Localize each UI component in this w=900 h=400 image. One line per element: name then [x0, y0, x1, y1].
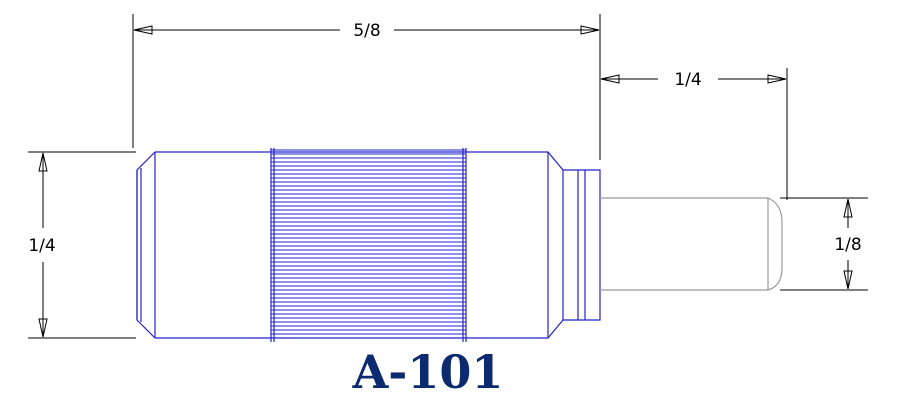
part-number-label: A-101 — [352, 345, 504, 399]
knurled-grip — [270, 148, 467, 342]
dim-label-shank-length: 1/4 — [674, 70, 701, 90]
dim-label-body-diameter: 1/4 — [28, 236, 55, 256]
dimension-body-diameter: 1/4 — [28, 151, 136, 339]
dimension-overall-length: 5/8 — [132, 14, 601, 160]
dim-label-shank-diameter: 1/8 — [834, 235, 861, 255]
shank-outline — [600, 197, 783, 291]
dimension-shank-diameter: 1/8 — [780, 197, 868, 291]
dimension-shank-length: 1/4 — [600, 68, 788, 200]
body-outline — [155, 151, 579, 339]
shank — [600, 197, 783, 291]
body-neck — [578, 169, 601, 321]
body-left-chamfer — [136, 151, 156, 339]
dim-label-overall: 5/8 — [353, 21, 380, 41]
part-body — [136, 148, 601, 342]
